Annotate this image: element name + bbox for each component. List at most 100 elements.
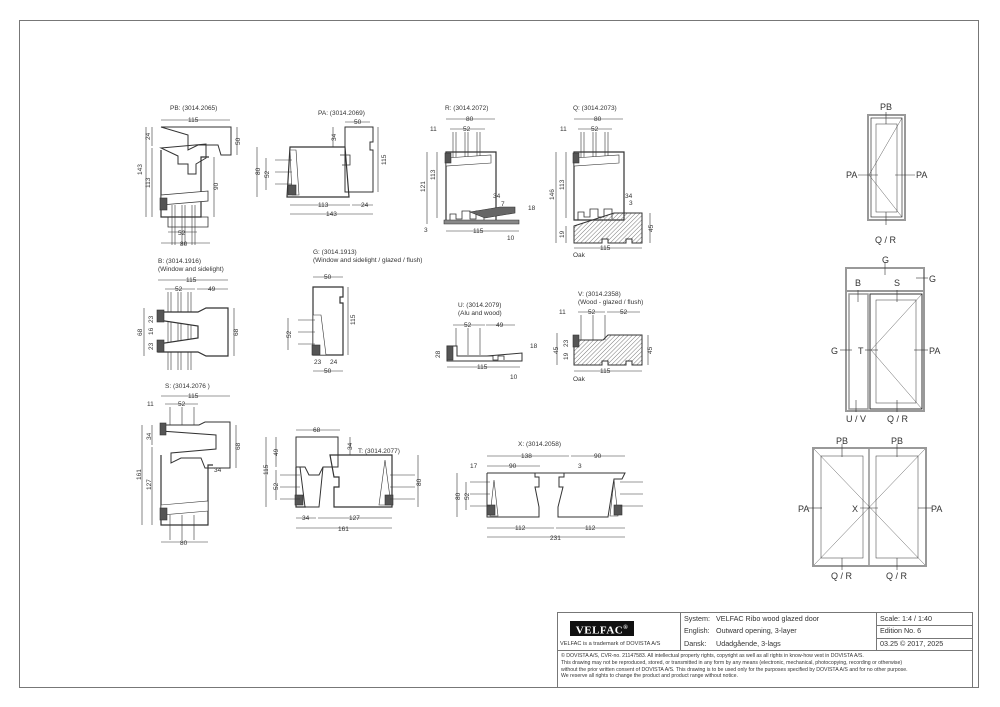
svg-text:115: 115 (186, 277, 197, 284)
svg-text:52: 52 (591, 126, 599, 133)
svg-text:(Window and sidelight): (Window and sidelight) (158, 266, 224, 273)
svg-text:PA: PA (931, 504, 942, 514)
svg-text:34: 34 (493, 193, 501, 200)
section-q: Q: (3014.2073) 80 52 11 146 113 34 3 19 … (549, 105, 655, 259)
svg-text:Oak: Oak (573, 252, 586, 259)
section-label-v: V: (3014.2358) (578, 291, 621, 298)
svg-text:52: 52 (178, 401, 186, 408)
svg-text:49: 49 (496, 322, 504, 329)
svg-text:11: 11 (560, 126, 567, 133)
svg-text:PB: PB (836, 436, 848, 446)
svg-text:34: 34 (331, 133, 338, 141)
section-label-x: X: (3014.2058) (518, 441, 561, 448)
svg-text:24: 24 (330, 359, 338, 366)
svg-text:11: 11 (430, 126, 437, 133)
english-row: English: Outward opening, 3-layer (684, 626, 797, 636)
svg-text:S: S (894, 278, 900, 288)
svg-text:T: T (858, 346, 864, 356)
svg-text:52: 52 (620, 309, 628, 316)
svg-text:80: 80 (455, 492, 462, 500)
svg-text:(Alu and wood): (Alu and wood) (458, 310, 502, 317)
svg-text:34: 34 (146, 432, 153, 440)
svg-text:80: 80 (594, 116, 602, 123)
velfac-logo: VELFAC® (570, 621, 634, 637)
trademark-note: VELFAC is a trademark of DOVISTA A/S (560, 641, 661, 647)
title-block-meta: Scale: 1:4 / 1:40 Edition No. 6 03.25 © … (876, 613, 972, 651)
section-pa: PA: (3014.2069) 50 80 52 34 115 113 24 1… (255, 110, 388, 218)
legal-line: This drawing may not be reproduced, stor… (561, 659, 903, 666)
dansk-row: Dansk: Udadgående, 3-lags (684, 638, 781, 648)
svg-text:52: 52 (175, 286, 183, 293)
svg-text:80: 80 (466, 116, 474, 123)
svg-text:50: 50 (235, 137, 242, 145)
svg-text:121: 121 (420, 181, 427, 192)
svg-text:113: 113 (145, 177, 152, 188)
svg-text:X: X (852, 504, 858, 514)
svg-text:115: 115 (600, 368, 611, 375)
legal-notice: © DOVISTA A/S, CVR-no. 21147583. All int… (561, 653, 969, 680)
section-label-b: B: (3014.1916) (158, 258, 201, 265)
svg-text:23: 23 (314, 359, 322, 366)
section-r: R: (3014.2072) 80 52 11 121 113 34 7 18 … (420, 105, 536, 242)
svg-text:113: 113 (559, 179, 566, 190)
svg-text:19: 19 (563, 352, 570, 360)
svg-text:68: 68 (235, 442, 242, 450)
svg-text:23: 23 (563, 339, 570, 347)
svg-text:52: 52 (464, 322, 472, 329)
svg-text:Q / R: Q / R (831, 571, 853, 581)
svg-text:(Window and sidelight / glazed: (Window and sidelight / glazed / flush) (313, 257, 422, 264)
svg-text:50: 50 (354, 119, 362, 126)
svg-text:Oak: Oak (573, 376, 586, 383)
svg-text:52: 52 (178, 230, 186, 237)
svg-text:U / V: U / V (846, 414, 866, 424)
section-x: X: (3014.2058) 138 90 17 90 3 80 52 112 … (455, 441, 643, 542)
svg-text:(Wood - glazed / flush): (Wood - glazed / flush) (578, 299, 643, 306)
section-label-q: Q: (3014.2073) (573, 105, 617, 112)
scale-text: Scale: 1:4 / 1:40 (876, 613, 972, 627)
svg-text:161: 161 (136, 469, 143, 480)
svg-text:50: 50 (324, 368, 332, 375)
svg-text:49: 49 (273, 448, 280, 456)
section-u: U: (3014.2079) (Alu and wood) 52 49 28 1… (435, 302, 538, 381)
svg-text:112: 112 (585, 525, 596, 532)
svg-text:52: 52 (286, 330, 293, 338)
svg-text:PA: PA (798, 504, 809, 514)
svg-text:PB: PB (880, 102, 892, 112)
section-b: B: (3014.1916) (Window and sidelight) 11… (137, 258, 240, 370)
svg-text:115: 115 (600, 245, 611, 252)
svg-text:143: 143 (326, 211, 337, 218)
svg-text:146: 146 (549, 189, 556, 200)
svg-text:52: 52 (273, 482, 280, 490)
legal-line: without the prior written consent of DOV… (561, 666, 908, 673)
svg-text:11: 11 (147, 401, 154, 408)
svg-text:80: 80 (255, 167, 262, 175)
svg-text:90: 90 (213, 182, 220, 190)
svg-text:115: 115 (477, 364, 488, 371)
svg-text:80: 80 (180, 241, 188, 248)
elevation-door-sidelight: G G B S G T PA U / V Q / R (831, 255, 940, 424)
svg-text:115: 115 (381, 154, 388, 165)
section-s: S: (3014.2076 ) 115 11 52 161 34 127 68 … (136, 383, 242, 547)
section-label-pb: PB: (3014.2065) (170, 105, 217, 112)
section-pb: PB: (3014.2065) 115 143 24 113 50 90 52 … (137, 105, 242, 248)
svg-text:68: 68 (233, 328, 240, 336)
svg-text:G: G (882, 255, 889, 265)
svg-text:11: 11 (559, 309, 566, 316)
svg-text:19: 19 (559, 230, 566, 238)
svg-text:80: 80 (416, 478, 423, 486)
section-g: G: (3014.1913) (Window and sidelight / g… (286, 249, 422, 375)
svg-text:113: 113 (318, 202, 329, 209)
svg-text:90: 90 (594, 453, 602, 460)
svg-text:90: 90 (509, 463, 517, 470)
svg-text:10: 10 (510, 374, 518, 381)
svg-text:231: 231 (550, 535, 561, 542)
svg-text:34: 34 (625, 193, 633, 200)
section-label-s: S: (3014.2076 ) (165, 383, 210, 390)
svg-text:127: 127 (349, 515, 360, 522)
svg-text:3: 3 (629, 200, 633, 207)
svg-text:115: 115 (473, 228, 484, 235)
svg-text:Q / R: Q / R (887, 414, 909, 424)
svg-text:24: 24 (145, 132, 152, 140)
svg-text:80: 80 (180, 540, 188, 547)
